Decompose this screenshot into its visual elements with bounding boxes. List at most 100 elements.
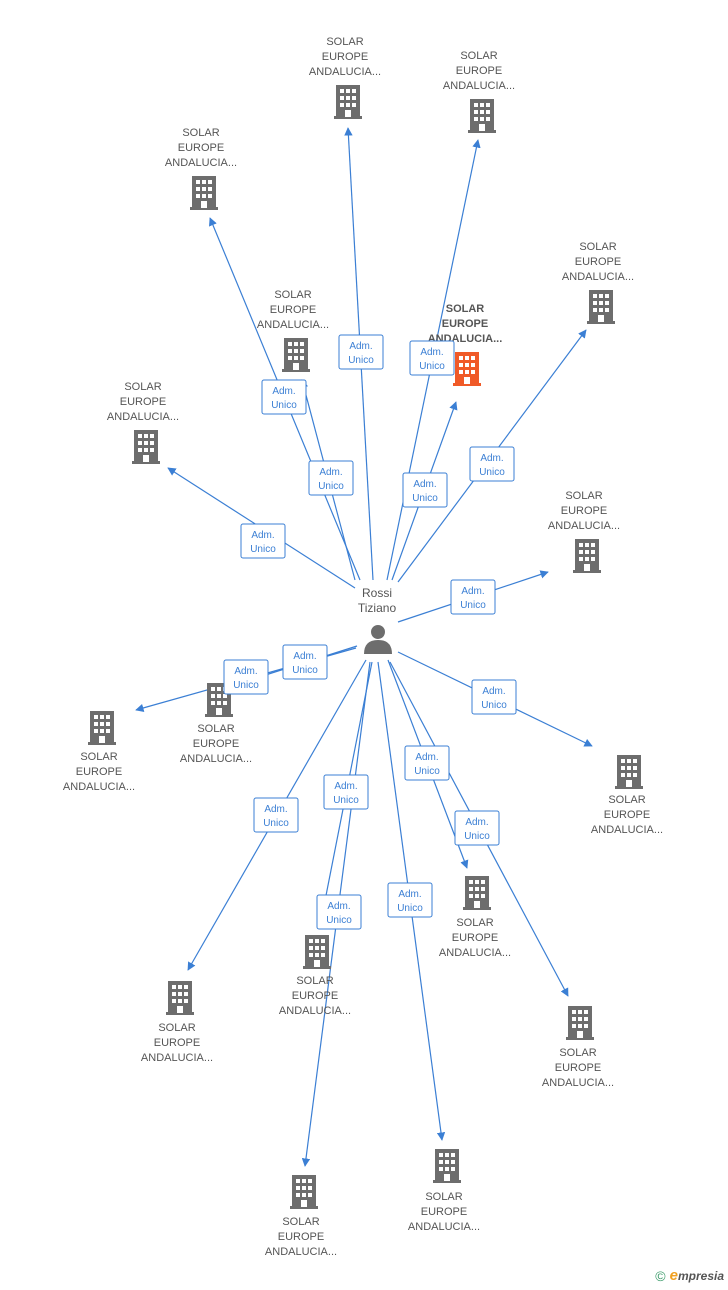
company-label-line: EUROPE (76, 766, 122, 778)
building-icon (166, 981, 194, 1015)
company-label-line: SOLAR (608, 794, 645, 806)
company-node-n9[interactable]: SOLAR EUROPE ANDALUCIA... (63, 711, 135, 793)
role-label-n7: Adm. Unico (240, 523, 286, 559)
svg-text:Adm.: Adm. (482, 686, 505, 697)
company-label-line: EUROPE (555, 1062, 601, 1074)
role-label-n13: Adm.Unico (454, 810, 500, 846)
person-node[interactable]: Rossi Tiziano (358, 586, 397, 654)
company-label-line: EUROPE (604, 809, 650, 821)
building-icon (88, 711, 116, 745)
company-label-line: ANDALUCIA... (562, 271, 634, 283)
company-label-line: SOLAR (124, 381, 161, 393)
company-label-line: SOLAR (197, 723, 234, 735)
company-node-n11[interactable]: SOLAR EUROPE ANDALUCIA... (591, 755, 663, 836)
company-node-n13[interactable]: SOLAREUROPEANDALUCIA... (542, 1006, 614, 1089)
company-label-line: SOLAR (326, 36, 363, 48)
building-icon (463, 876, 491, 910)
company-node-n6[interactable]: SOLAREUROPEANDALUCIA... (562, 241, 634, 324)
role-label-n2: Adm. Unico (409, 340, 455, 376)
company-node-n12[interactable]: SOLAR EUROPE ANDALUCIA... (439, 876, 511, 959)
company-label-line: ANDALUCIA... (165, 157, 237, 169)
svg-text:Unico: Unico (233, 680, 259, 691)
svg-text:Adm.: Adm. (415, 752, 438, 763)
role-label-n10: Adm.Unico (223, 659, 269, 695)
building-icon (190, 176, 218, 210)
svg-text:Unico: Unico (326, 915, 352, 926)
svg-text:Adm.: Adm. (251, 530, 274, 541)
building-icon (334, 85, 362, 119)
building-icon (303, 935, 331, 969)
company-label-line: ANDALUCIA... (408, 1221, 480, 1233)
company-label-line: SOLAR (80, 751, 117, 763)
role-label-n16: Adm.Unico (323, 774, 369, 810)
role-label-n4: Adm.Unico (308, 460, 354, 496)
copyright-icon: © (655, 1267, 666, 1284)
building-icon (573, 539, 601, 573)
company-label-line: EUROPE (292, 990, 338, 1002)
company-label-line: ANDALUCIA... (542, 1077, 614, 1089)
company-label-line: EUROPE (575, 256, 621, 268)
company-label-line: ANDALUCIA... (439, 947, 511, 959)
svg-text:Adm.: Adm. (461, 586, 484, 597)
company-node-n16[interactable]: SOLAREUROPEANDALUCIA... (265, 1175, 337, 1258)
company-label-line: EUROPE (154, 1037, 200, 1049)
company-label-line: ANDALUCIA... (591, 824, 663, 836)
company-node-n15[interactable]: SOLAREUROPEANDALUCIA... (279, 935, 351, 1017)
company-label-line: EUROPE (452, 932, 498, 944)
svg-text:Unico: Unico (419, 361, 445, 372)
company-label-line: ANDALUCIA... (141, 1052, 213, 1064)
building-icon (615, 755, 643, 789)
svg-text:Unico: Unico (397, 903, 423, 914)
building-icon (468, 99, 496, 133)
company-node-n14[interactable]: SOLAR EUROPE ANDALUCIA... (141, 981, 213, 1064)
company-label-line: EUROPE (178, 142, 224, 154)
company-label-line: EUROPE (120, 396, 166, 408)
brand-logo[interactable]: empresia (669, 1267, 724, 1284)
company-node-n7[interactable]: SOLAR EUROPE ANDALUCIA... (107, 381, 179, 464)
company-label-line: ANDALUCIA... (107, 411, 179, 423)
company-label-line: ANDALUCIA... (257, 319, 329, 331)
svg-text:Adm.: Adm. (465, 817, 488, 828)
company-node-n17[interactable]: SOLAREUROPEANDALUCIA... (408, 1149, 480, 1233)
company-label-line: SOLAR (460, 50, 497, 62)
company-label-line: SOLAR (158, 1022, 195, 1034)
company-node-n3[interactable]: SOLAREUROPEANDALUCIA... (165, 127, 237, 210)
role-label-n9: Adm.Unico (282, 644, 328, 680)
svg-text:Adm.: Adm. (398, 889, 421, 900)
svg-text:Adm.: Adm. (420, 347, 443, 358)
company-label-line: ANDALUCIA... (548, 520, 620, 532)
building-icon (566, 1006, 594, 1040)
company-label-line: SOLAR (456, 917, 493, 929)
svg-text:Unico: Unico (271, 400, 297, 411)
company-node-n2[interactable]: SOLAREUROPEANDALUCIA... (443, 50, 515, 133)
company-label-line: ANDALUCIA... (63, 781, 135, 793)
building-icon (453, 352, 481, 386)
company-node-n4[interactable]: SOLAR EUROPE ANDALUCIA... (257, 289, 329, 372)
footer-credit: © empresia (655, 1267, 724, 1284)
svg-text:Unico: Unico (263, 818, 289, 829)
company-label-line: SOLAR (296, 975, 333, 987)
company-label-line: SOLAR (282, 1216, 319, 1228)
building-icon (587, 290, 615, 324)
role-label-n11: Adm. Unico (471, 679, 517, 715)
company-label-line: EUROPE (270, 304, 316, 316)
company-label-line: EUROPE (193, 738, 239, 750)
svg-text:Adm.: Adm. (413, 479, 436, 490)
svg-text:Unico: Unico (479, 467, 505, 478)
company-label-line: SOLAR (274, 289, 311, 301)
company-node-n8[interactable]: SOLAREUROPEANDALUCIA... (548, 490, 620, 573)
company-label-line: SOLAR (565, 490, 602, 502)
role-label-n15: Adm.Unico (316, 894, 362, 930)
company-node-n10[interactable]: SOLAREUROPEANDALUCIA... (180, 683, 252, 765)
svg-text:Adm.: Adm. (272, 386, 295, 397)
person-name-line1: Rossi (362, 586, 392, 600)
svg-text:Unico: Unico (333, 795, 359, 806)
role-label-n5: Adm.Unico (402, 472, 448, 508)
company-node-n1[interactable]: SOLAREUROPEANDALUCIA... (309, 36, 381, 119)
svg-text:Unico: Unico (481, 700, 507, 711)
svg-text:Unico: Unico (250, 544, 276, 555)
svg-text:Adm.: Adm. (264, 804, 287, 815)
building-icon (433, 1149, 461, 1183)
